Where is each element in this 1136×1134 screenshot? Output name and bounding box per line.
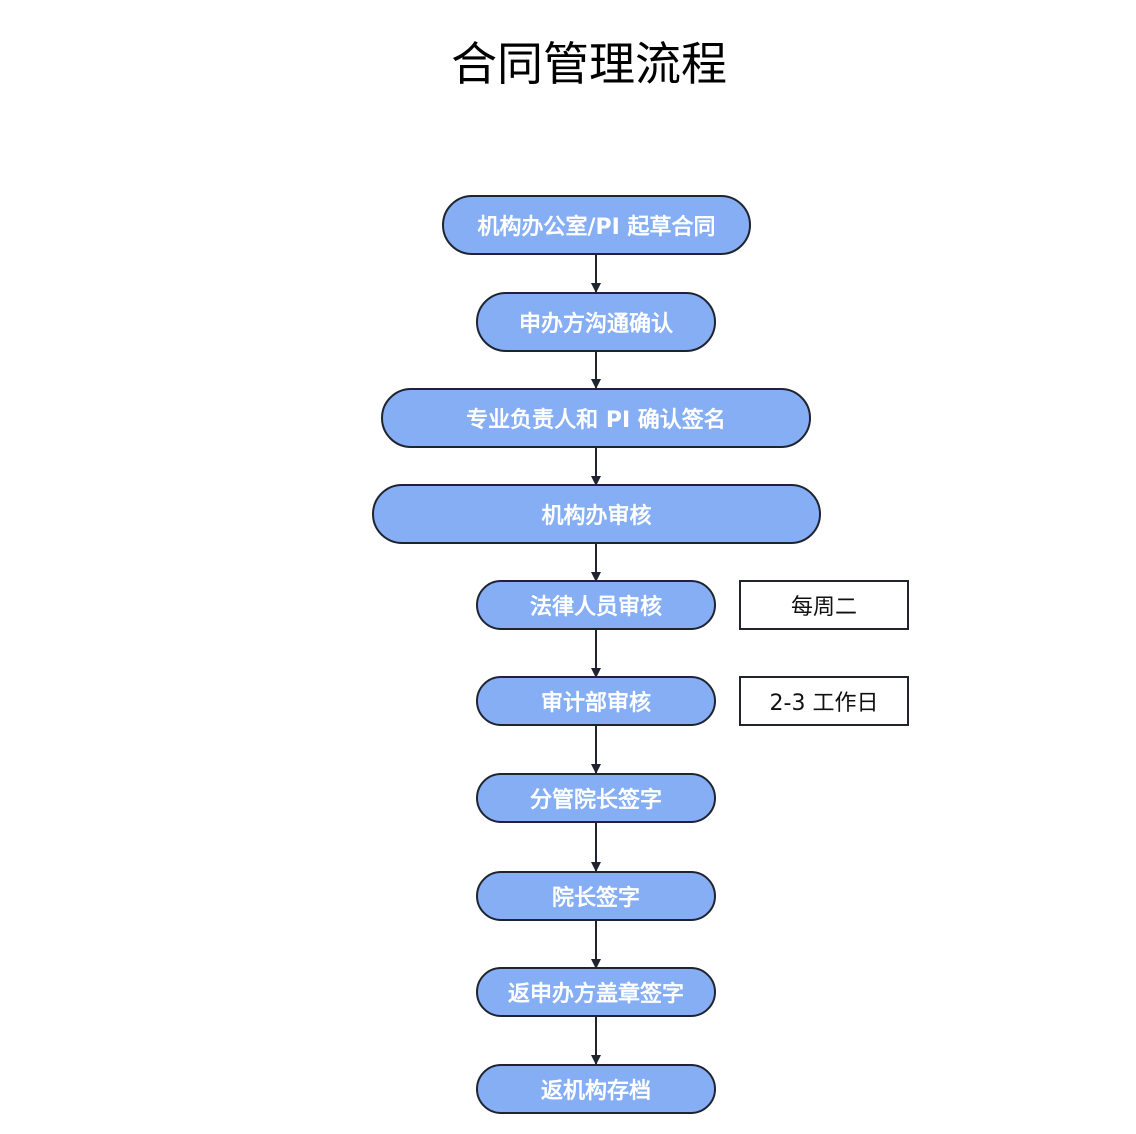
- page-title: 合同管理流程: [451, 37, 727, 91]
- note-audit-review-label: 2-3 工作日: [769, 691, 879, 716]
- step-office-review-label: 机构办审核: [541, 504, 652, 529]
- step-vice-president-sign-label: 分管院长签字: [529, 788, 662, 813]
- step-draft-contract: 机构办公室/PI 起草合同: [442, 195, 751, 255]
- step-pi-sign: 专业负责人和 PI 确认签名: [381, 388, 811, 448]
- step-president-sign-label: 院长签字: [551, 886, 640, 911]
- step-president-sign: 院长签字: [476, 871, 716, 921]
- step-pi-sign-label: 专业负责人和 PI 确认签名: [466, 408, 726, 433]
- step-legal-review: 法律人员审核: [476, 580, 716, 630]
- step-vice-president-sign: 分管院长签字: [476, 773, 716, 823]
- step-office-review: 机构办审核: [372, 484, 821, 544]
- step-legal-review-label: 法律人员审核: [529, 595, 662, 620]
- step-return-sponsor-label: 返申办方盖章签字: [507, 982, 684, 1007]
- note-legal-review-label: 每周二: [790, 595, 857, 620]
- step-audit-review-label: 审计部审核: [540, 691, 651, 716]
- step-audit-review: 审计部审核: [476, 676, 716, 726]
- note-legal-review: 每周二: [739, 580, 909, 630]
- step-archive-label: 返机构存档: [540, 1079, 651, 1104]
- step-sponsor-confirm: 申办方沟通确认: [476, 292, 716, 352]
- step-sponsor-confirm-label: 申办方沟通确认: [518, 312, 673, 337]
- step-draft-contract-label: 机构办公室/PI 起草合同: [477, 215, 716, 240]
- note-audit-review: 2-3 工作日: [739, 676, 909, 726]
- step-archive: 返机构存档: [476, 1064, 716, 1114]
- step-return-sponsor: 返申办方盖章签字: [476, 967, 716, 1017]
